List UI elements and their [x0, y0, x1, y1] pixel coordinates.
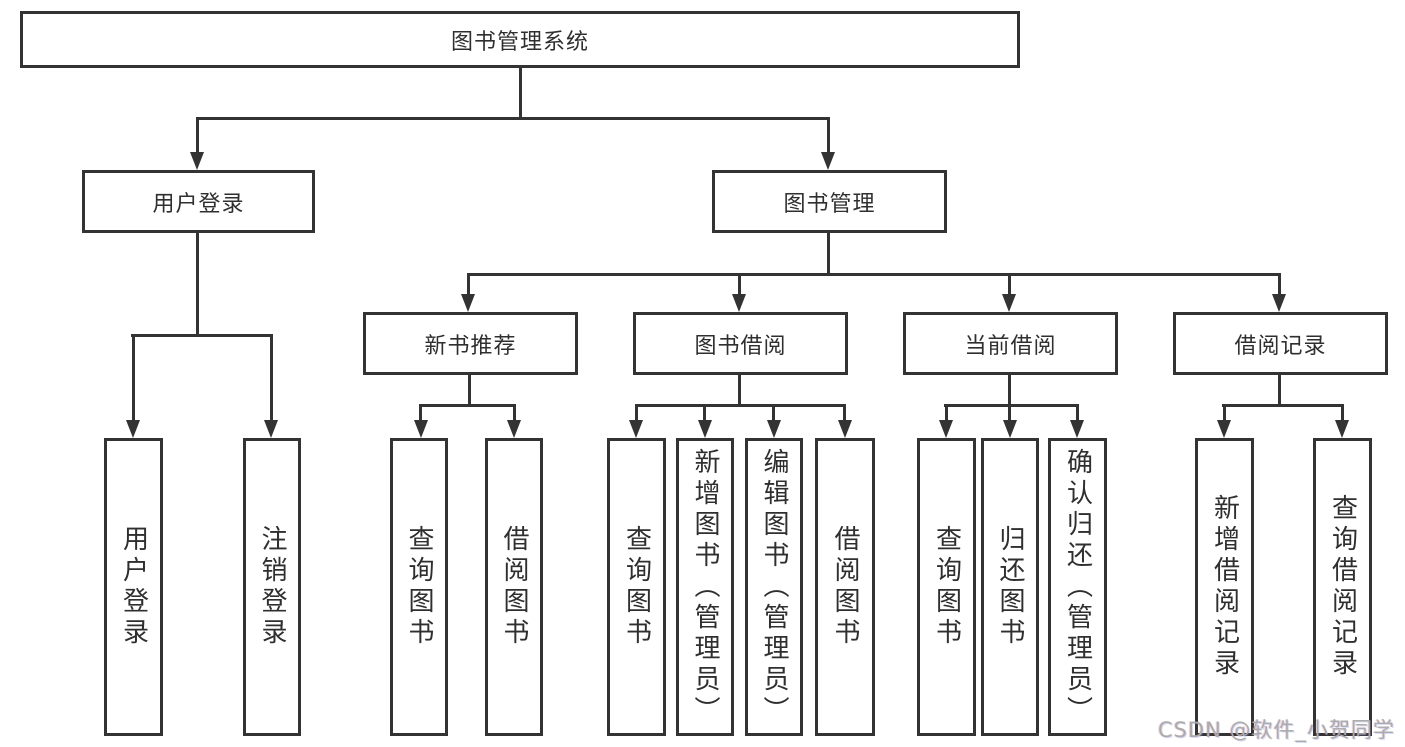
node-label: 编辑图书（管理员） [759, 447, 789, 727]
leaf-return-books: 归还图书 [981, 438, 1039, 736]
node-label: 查询图书 [931, 525, 962, 649]
node-label: 查询图书 [404, 525, 434, 649]
node-user-login: 用户登录 [82, 170, 315, 233]
connector-line [1278, 375, 1281, 406]
node-label: 注销登录 [257, 525, 287, 649]
arrow-down-icon [1002, 294, 1016, 312]
node-label: 新增借阅记录 [1209, 494, 1240, 680]
arrow-down-icon [629, 420, 643, 438]
leaf-logout: 注销登录 [243, 438, 301, 736]
connector-line [1076, 404, 1079, 422]
node-label: 确认归还（管理员） [1062, 447, 1093, 727]
connector-line [419, 404, 422, 422]
node-label: 查询图书 [621, 525, 652, 649]
connector-line [196, 233, 199, 337]
leaf-borrow-books: 借阅图书 [815, 438, 875, 736]
node-book-borrowing: 图书借阅 [633, 312, 848, 375]
node-book-management: 图书管理 [712, 170, 947, 233]
arrow-down-icon [767, 420, 781, 438]
connector-line [468, 375, 471, 406]
connector-line [467, 273, 1281, 276]
connector-line [1008, 404, 1011, 422]
connector-line [635, 404, 638, 422]
node-label: 当前借阅 [964, 333, 1057, 359]
connector-line [827, 233, 830, 276]
arrow-down-icon [507, 420, 521, 438]
connector-line [467, 273, 470, 297]
connector-line [513, 404, 516, 422]
leaf-query-books-borrowing: 查询图书 [607, 438, 666, 736]
node-current-borrowing: 当前借阅 [903, 312, 1118, 375]
node-label: 新增图书（管理员） [690, 447, 720, 727]
connector-line [827, 117, 830, 155]
leaf-edit-books-admin: 编辑图书（管理员） [745, 438, 803, 736]
leaf-borrow-books-recommend: 借阅图书 [485, 438, 543, 736]
connector-line [944, 404, 1078, 407]
leaf-confirm-return-admin: 确认归还（管理员） [1048, 438, 1107, 736]
connector-line [519, 68, 522, 120]
node-label: 查询借阅记录 [1327, 494, 1358, 680]
node-label: 借阅记录 [1234, 333, 1327, 359]
arrow-down-icon [1070, 420, 1084, 438]
node-label: 图书管理 [783, 191, 876, 217]
node-label: 用户登录 [152, 191, 245, 217]
connector-line [270, 334, 273, 422]
connector-line [772, 404, 775, 422]
leaf-add-borrow-record: 新增借阅记录 [1195, 438, 1254, 736]
arrow-down-icon [414, 420, 428, 438]
connector-line [196, 117, 830, 120]
connector-line [738, 273, 741, 297]
connector-line [703, 404, 706, 422]
connector-line [1341, 404, 1344, 422]
leaf-user-login: 用户登录 [104, 438, 163, 736]
csdn-watermark: CSDN @软件_小贺同学 [1157, 718, 1395, 742]
arrow-down-icon [1217, 420, 1231, 438]
arrow-down-icon [190, 152, 204, 170]
node-label: 图书借阅 [694, 333, 787, 359]
arrow-down-icon [1272, 294, 1286, 312]
connector-line [1223, 404, 1226, 422]
arrow-down-icon [461, 294, 475, 312]
arrow-down-icon [732, 294, 746, 312]
arrow-down-icon [1335, 420, 1349, 438]
connector-line [131, 334, 273, 337]
arrow-down-icon [939, 420, 953, 438]
node-label: 用户登录 [118, 525, 149, 649]
connector-line [1008, 375, 1011, 406]
connector-line [420, 404, 516, 407]
connector-line [132, 334, 135, 422]
connector-line [1278, 273, 1281, 297]
node-new-book-recommend: 新书推荐 [363, 312, 578, 375]
connector-line [1222, 404, 1343, 407]
node-root-system: 图书管理系统 [20, 11, 1020, 68]
leaf-query-books-current: 查询图书 [917, 438, 976, 736]
connector-line [196, 117, 199, 155]
node-borrowing-records: 借阅记录 [1173, 312, 1388, 375]
arrow-down-icon [1003, 420, 1017, 438]
node-label: 图书管理系统 [450, 29, 589, 55]
arrow-down-icon [821, 152, 835, 170]
node-label: 新书推荐 [424, 333, 517, 359]
node-label: 借阅图书 [830, 525, 860, 649]
leaf-add-books-admin: 新增图书（管理员） [676, 438, 734, 736]
node-label: 借阅图书 [499, 525, 529, 649]
arrow-down-icon [838, 420, 852, 438]
connector-line [635, 404, 845, 407]
arrow-down-icon [264, 420, 278, 438]
arrow-down-icon [126, 420, 140, 438]
node-label: 归还图书 [995, 525, 1025, 649]
connector-line [738, 375, 741, 406]
arrow-down-icon [698, 420, 712, 438]
connector-line [1008, 273, 1011, 297]
leaf-query-borrow-record: 查询借阅记录 [1313, 438, 1372, 736]
connector-line [945, 404, 948, 422]
connector-line [843, 404, 846, 422]
leaf-query-books-recommend: 查询图书 [390, 438, 448, 736]
